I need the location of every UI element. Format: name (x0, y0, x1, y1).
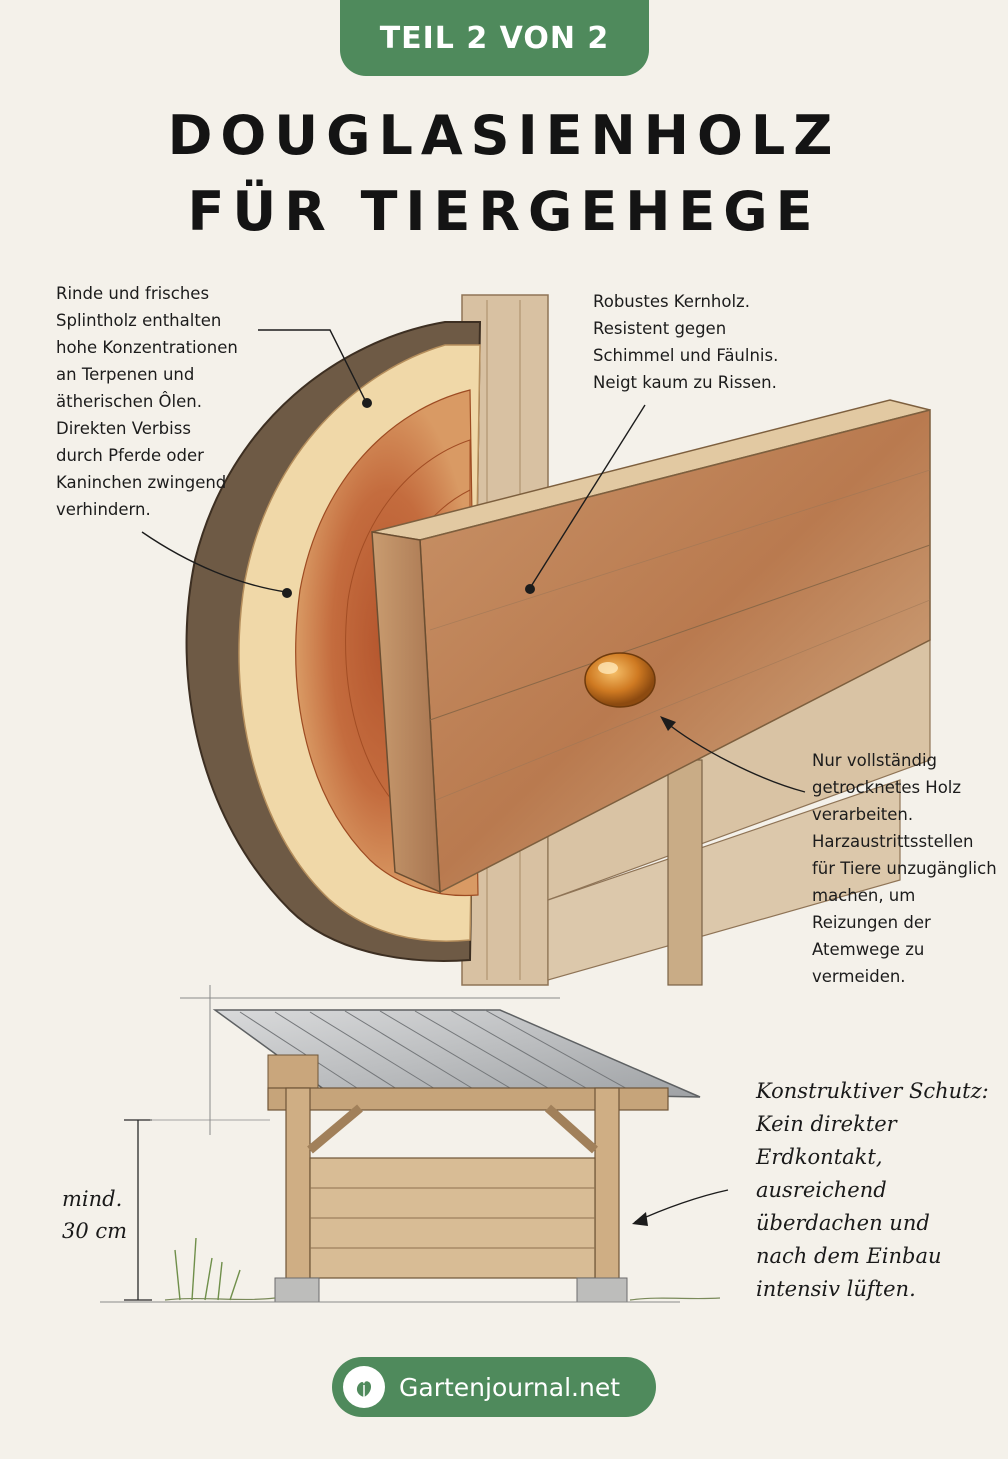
construction-annotation: Konstruktiver Schutz: Kein direkter Erdk… (756, 1079, 989, 1301)
leader-lines (141, 329, 806, 793)
height-annotation: mind. 30 cm (62, 1187, 128, 1243)
heartwood-annotation: Robustes Kernholz. Resistent gegen Schim… (593, 292, 779, 392)
footer-brand-text: Gartenjournal.net (399, 1372, 621, 1402)
title-line-1: DOUGLASIENHOLZ (167, 104, 841, 167)
leaf-logo-icon (343, 1366, 385, 1408)
resin-drop (584, 652, 656, 708)
part-badge: TEIL 2 VON 2 (340, 0, 649, 76)
beam (371, 399, 931, 894)
bark-annotation: Rinde und frisches Splintholz enthalten … (56, 284, 238, 519)
footer-brand-pill[interactable]: Gartenjournal.net (332, 1357, 656, 1417)
shelter-illustration (100, 985, 729, 1303)
resin-annotation: Nur vollständig getrocknetes Holz verarb… (812, 751, 997, 986)
title-line-2: FÜR TIERGEHEGE (187, 180, 821, 243)
part-label: TEIL 2 VON 2 (379, 20, 610, 56)
